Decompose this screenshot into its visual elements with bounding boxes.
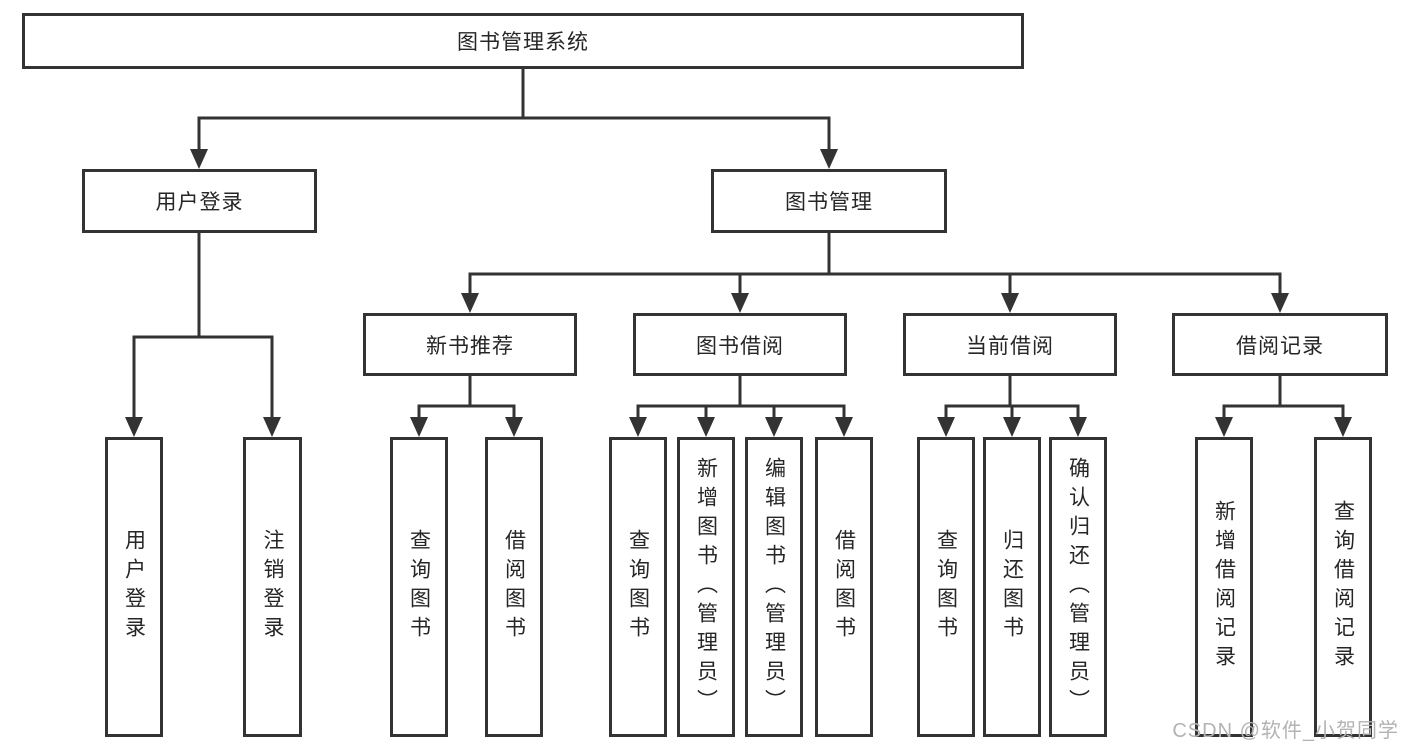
- leaf-records-add-record-label: 新增借阅记录: [1212, 500, 1236, 674]
- leaf-records-query-record: 查询借阅记录: [1314, 437, 1372, 737]
- leaf-user-login-label: 用户登录: [122, 529, 146, 645]
- csdn-watermark: CSDN @软件_小贺同学: [1172, 720, 1399, 742]
- leaf-borrow-borrow-books-label: 借阅图书: [832, 529, 856, 645]
- node-new-book-recommend-label: 新书推荐: [426, 334, 514, 358]
- leaf-current-return-books: 归还图书: [983, 437, 1041, 737]
- leaf-borrow-add-books-admin: 新增图书（管理员）: [677, 437, 735, 737]
- leaf-recommend-query-books: 查询图书: [390, 437, 448, 737]
- leaf-logout-label: 注销登录: [261, 529, 284, 645]
- node-book-management: 图书管理: [711, 169, 947, 233]
- node-user-login: 用户登录: [82, 169, 317, 233]
- leaf-current-confirm-return-admin-label: 确认归还（管理员）: [1066, 456, 1090, 718]
- node-book-borrow-label: 图书借阅: [696, 334, 784, 358]
- leaf-borrow-query-books: 查询图书: [609, 437, 667, 737]
- node-book-borrow: 图书借阅: [633, 313, 847, 376]
- node-book-management-label: 图书管理: [785, 191, 873, 214]
- leaf-recommend-borrow-books-label: 借阅图书: [502, 529, 526, 645]
- node-root: 图书管理系统: [22, 13, 1024, 69]
- leaf-borrow-edit-books-admin-label: 编辑图书（管理员）: [762, 456, 786, 718]
- node-borrow-records-label: 借阅记录: [1236, 334, 1324, 358]
- leaf-current-confirm-return-admin: 确认归还（管理员）: [1049, 437, 1107, 737]
- leaf-recommend-query-books-label: 查询图书: [407, 529, 431, 645]
- leaf-borrow-query-books-label: 查询图书: [626, 529, 650, 645]
- leaf-logout: 注销登录: [243, 437, 302, 737]
- node-root-label: 图书管理系统: [457, 31, 589, 54]
- leaf-records-add-record: 新增借阅记录: [1195, 437, 1253, 737]
- leaf-recommend-borrow-books: 借阅图书: [485, 437, 543, 737]
- leaf-borrow-edit-books-admin: 编辑图书（管理员）: [745, 437, 803, 737]
- node-current-borrow-label: 当前借阅: [966, 334, 1054, 358]
- leaf-current-query-books-label: 查询图书: [934, 529, 958, 645]
- node-borrow-records: 借阅记录: [1172, 313, 1388, 376]
- node-user-login-label: 用户登录: [155, 191, 244, 214]
- node-new-book-recommend: 新书推荐: [363, 313, 577, 376]
- leaf-current-query-books: 查询图书: [917, 437, 975, 737]
- leaf-borrow-add-books-admin-label: 新增图书（管理员）: [694, 456, 718, 718]
- leaf-borrow-borrow-books: 借阅图书: [815, 437, 873, 737]
- node-current-borrow: 当前借阅: [903, 313, 1117, 376]
- leaf-records-query-record-label: 查询借阅记录: [1331, 500, 1355, 674]
- leaf-current-return-books-label: 归还图书: [1000, 529, 1024, 645]
- leaf-user-login: 用户登录: [105, 437, 163, 737]
